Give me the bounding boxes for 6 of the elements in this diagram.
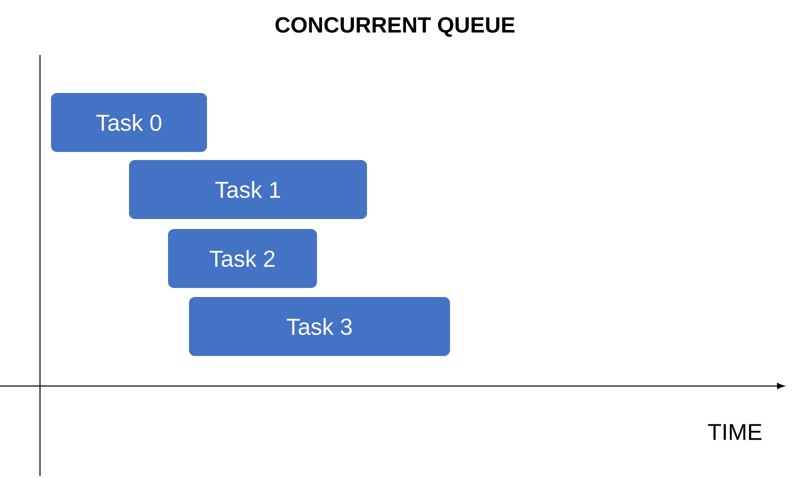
title: CONCURRENT QUEUE	[276, 17, 514, 37]
task-bar: Task 1	[129, 160, 367, 219]
task-bar: Task 2	[168, 228, 317, 288]
task-bar: Task 3	[189, 296, 450, 356]
task-bar: Task 0	[51, 93, 207, 152]
axis-label: TIME	[708, 424, 762, 440]
